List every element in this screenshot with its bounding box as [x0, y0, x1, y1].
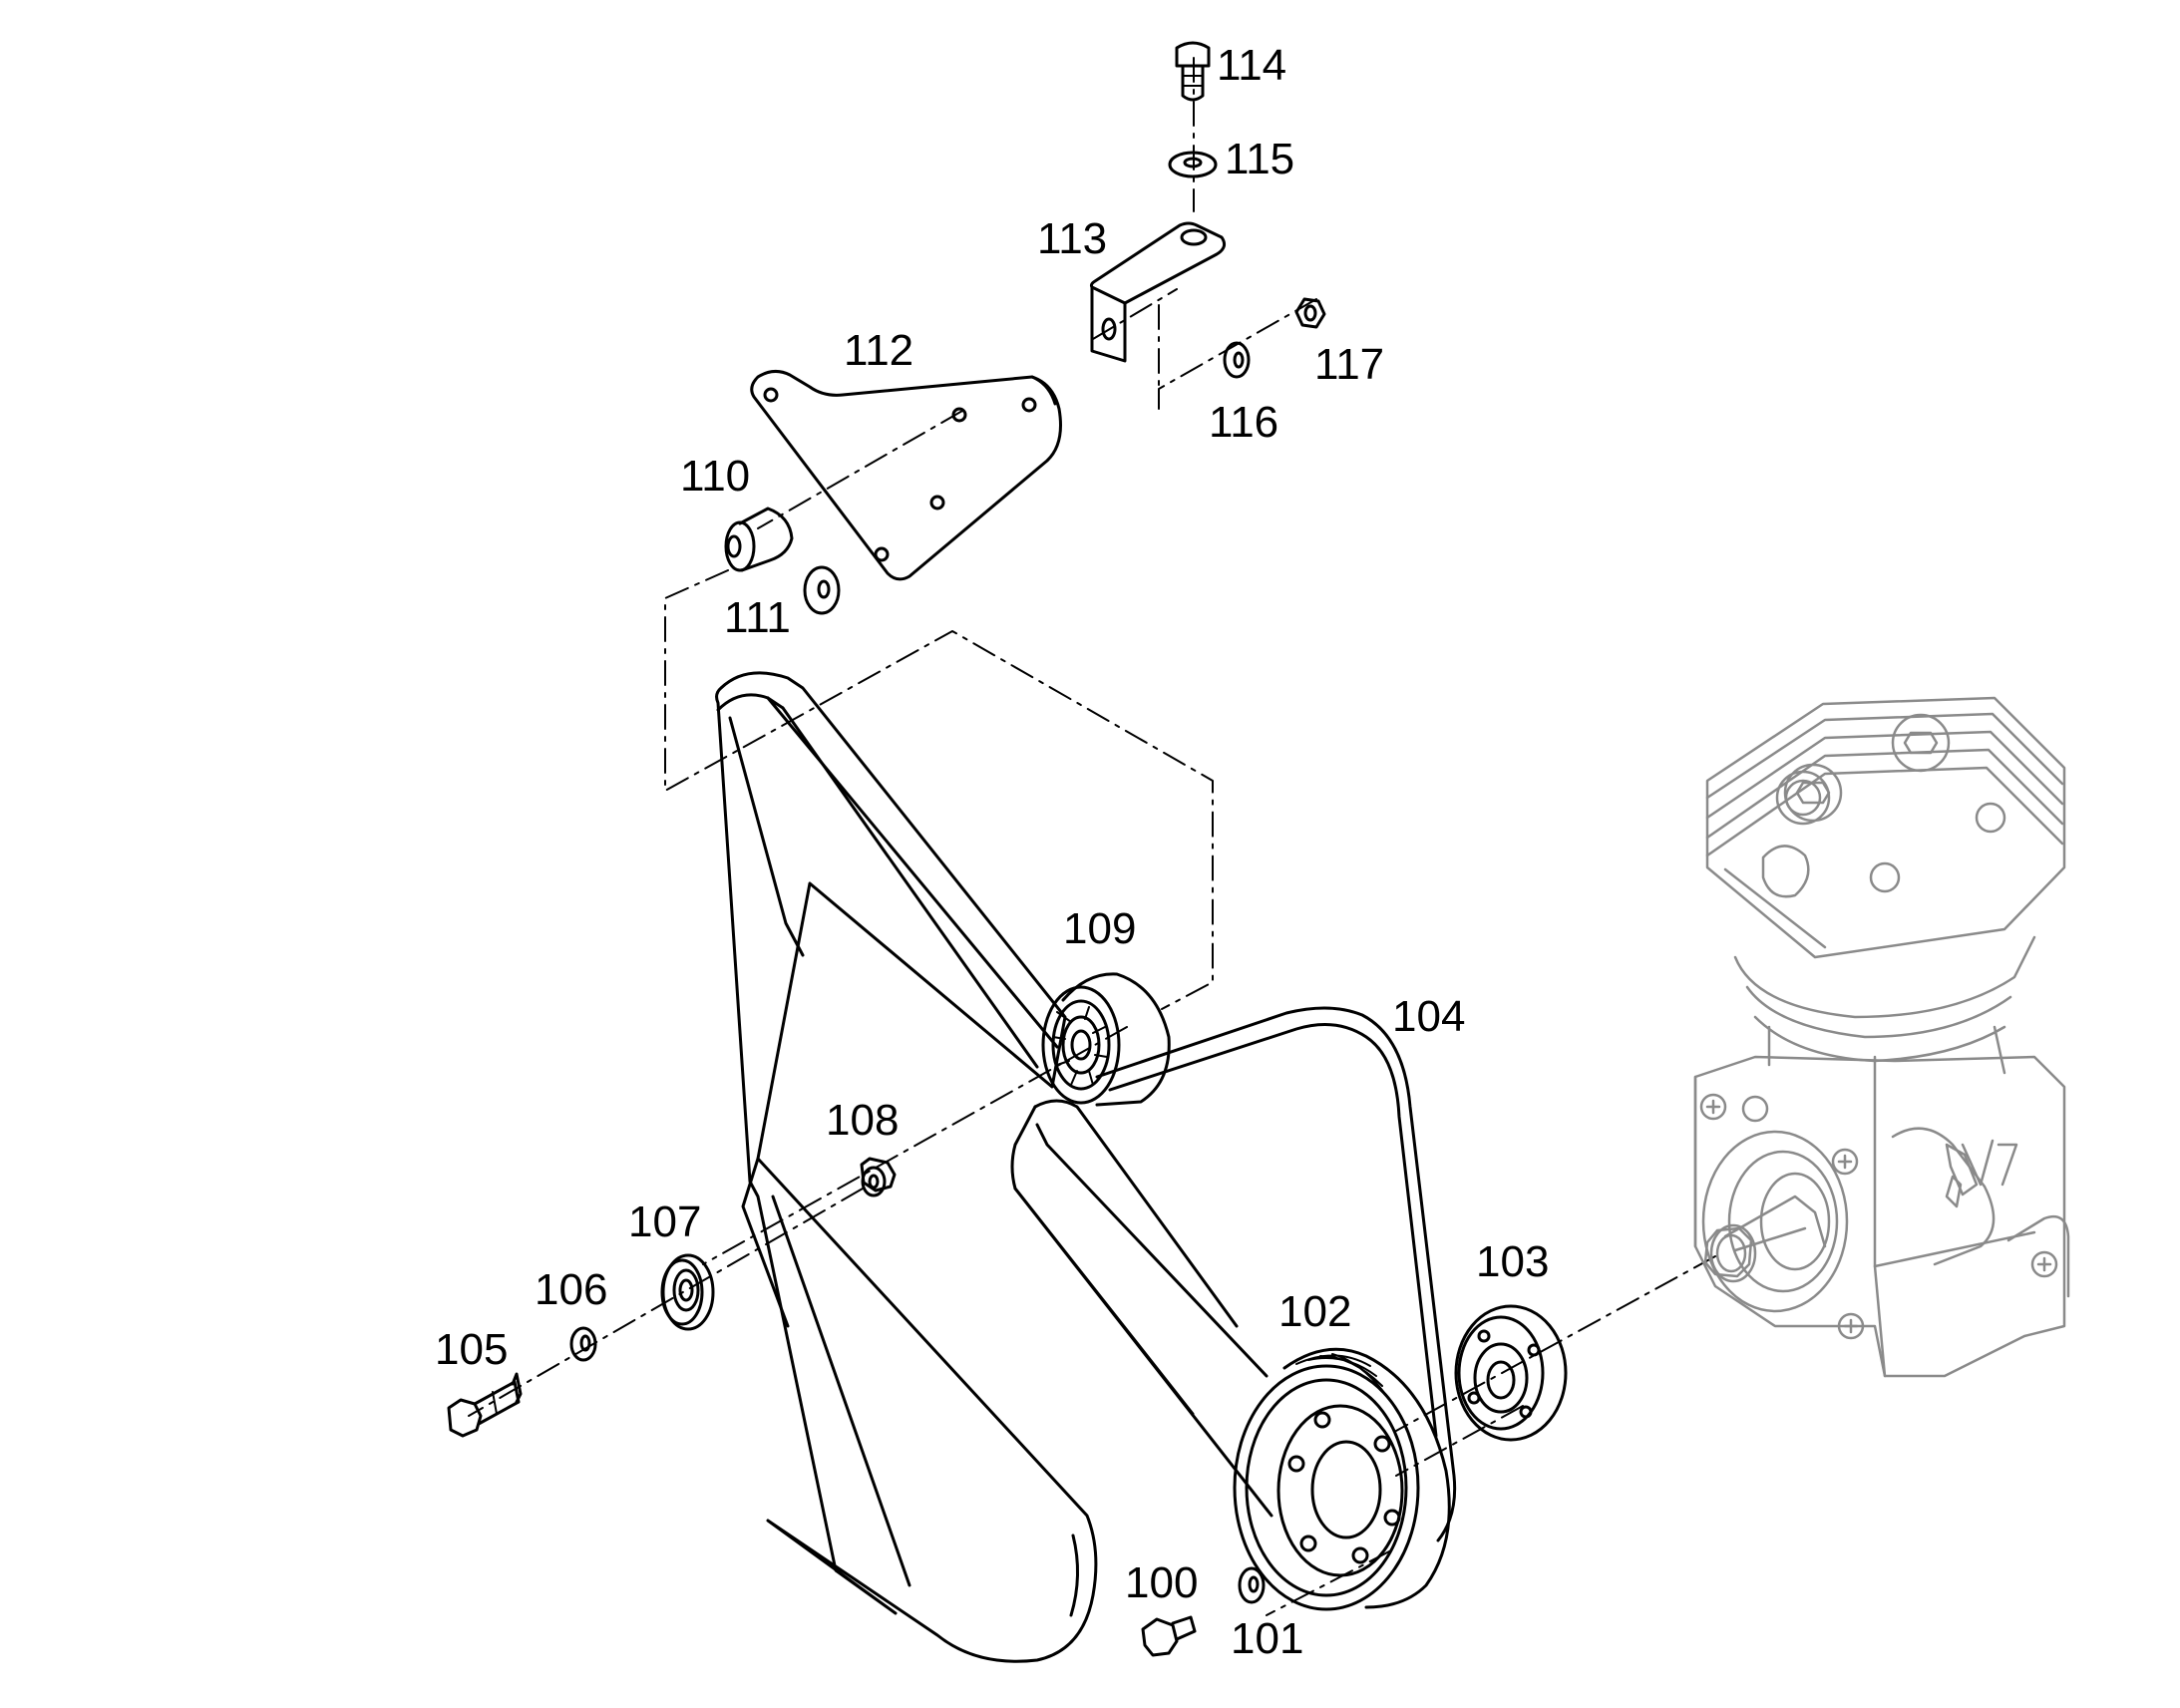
callout-103: 103 [1476, 1237, 1550, 1286]
washer-115 [1168, 151, 1218, 178]
washer-101 [1238, 1566, 1266, 1604]
belt-1 [715, 671, 1098, 1663]
belt-2 [1010, 1006, 1457, 1542]
callout-100: 100 [1125, 1558, 1199, 1607]
callout-104: 104 [1392, 992, 1466, 1041]
callout-110: 110 [680, 452, 751, 501]
callout-115: 115 [1225, 135, 1295, 183]
hub-103 [1454, 1304, 1568, 1442]
bolt-100 [1141, 1615, 1197, 1657]
washer-106 [569, 1326, 597, 1362]
bolt-114 [1175, 41, 1211, 102]
spacer-110 [724, 507, 794, 572]
air-compressor [1693, 696, 2070, 1378]
seal-ring-107 [660, 1253, 715, 1331]
callout-114: 114 [1217, 41, 1287, 90]
washer-111 [803, 565, 841, 615]
callout-112: 112 [844, 326, 914, 375]
callout-111: 111 [724, 593, 791, 642]
bracket-113 [1089, 221, 1227, 363]
callout-116: 116 [1209, 398, 1279, 447]
callout-117: 117 [1314, 340, 1385, 389]
plate-112 [750, 370, 1062, 581]
plug-108 [860, 1157, 897, 1197]
callout-102: 102 [1278, 1287, 1352, 1336]
callout-106: 106 [535, 1265, 608, 1314]
bolt-105 [447, 1372, 523, 1438]
callout-107: 107 [628, 1197, 702, 1246]
callout-108: 108 [826, 1096, 900, 1145]
idler-pulley-109 [1041, 972, 1171, 1107]
callout-109: 109 [1063, 904, 1137, 953]
callout-105: 105 [435, 1325, 509, 1374]
nut-117 [1294, 297, 1326, 329]
crank-pulley-102 [1233, 1347, 1451, 1611]
washer-116 [1223, 341, 1251, 379]
callout-101: 101 [1231, 1614, 1304, 1663]
callout-113: 113 [1037, 214, 1108, 263]
